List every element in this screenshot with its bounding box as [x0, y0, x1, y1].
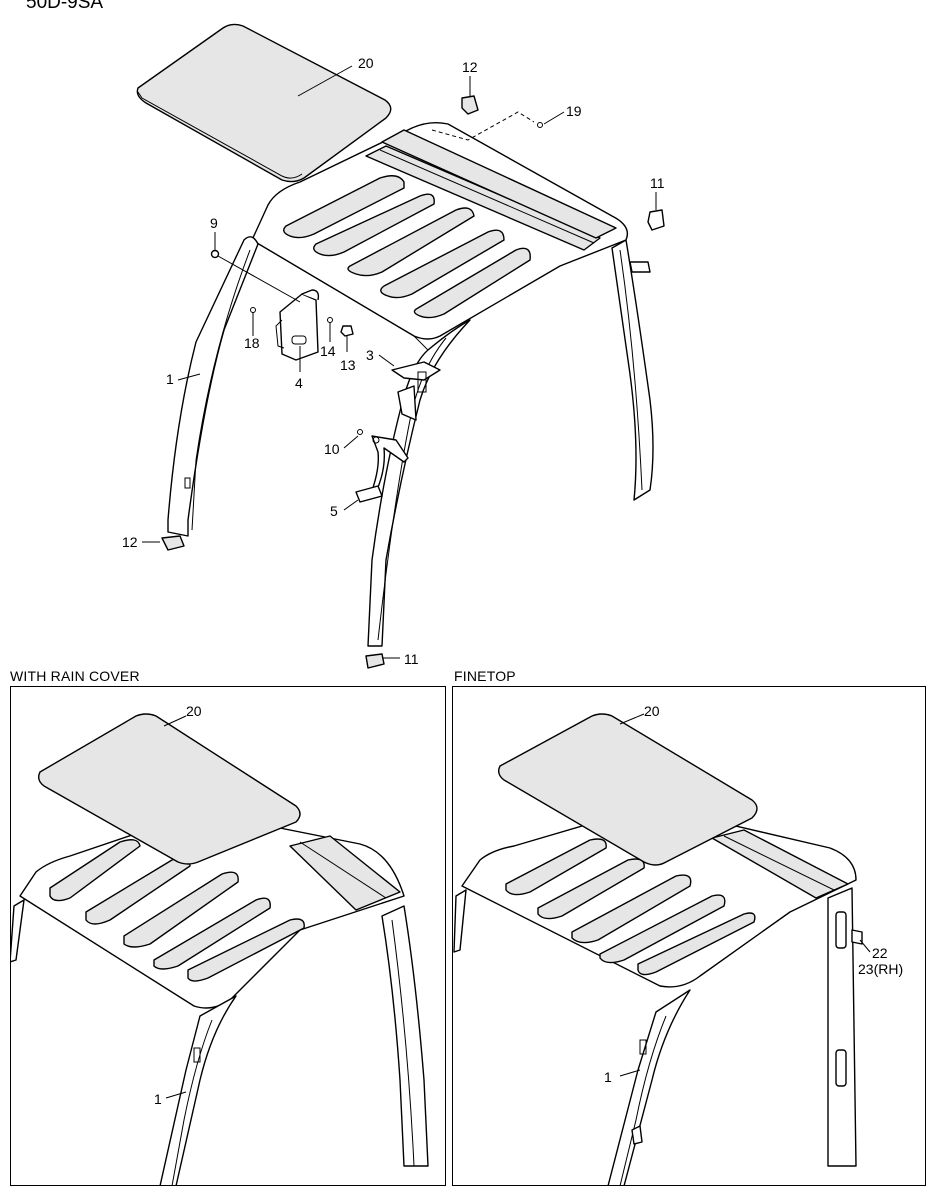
rain-cover-inset — [11, 713, 429, 1185]
callout-4: 4 — [295, 375, 303, 391]
callout-20: 20 — [358, 55, 374, 71]
callout-5: 5 — [330, 503, 338, 519]
bracket-4 — [275, 289, 320, 361]
model-code: 50D-9SA — [26, 0, 104, 13]
main-view: 20 12 19 11 9 18 14 13 4 3 1 10 5 12 11 — [122, 23, 665, 669]
callout-12: 12 — [462, 59, 478, 75]
front-left-pillar — [167, 236, 259, 537]
callout-14: 14 — [320, 343, 336, 359]
callout-12b: 12 — [122, 534, 138, 550]
callout-3: 3 — [366, 347, 374, 363]
finetop-frame — [452, 686, 926, 1186]
callout-9: 9 — [210, 215, 218, 231]
roof-slots — [283, 175, 531, 319]
finetop-callout-23-rh: 23(RH) — [858, 961, 903, 977]
bracket-3 — [391, 361, 441, 421]
leader-lines — [142, 65, 657, 659]
rain-cover-panel — [136, 23, 392, 183]
section-title-finetop: FINETOP — [454, 668, 516, 684]
finetop-callout-1: 1 — [604, 1069, 612, 1085]
rain-cover-callout-20: 20 — [186, 703, 202, 719]
finetop-callout-20: 20 — [644, 703, 660, 719]
grab-handle-5 — [355, 435, 409, 503]
roof-frame — [251, 121, 629, 359]
rain-cover-callout-1: 1 — [154, 1091, 162, 1107]
hardware — [161, 95, 665, 669]
callout-11b: 11 — [404, 651, 419, 667]
section-title-with-rain-cover: WITH RAIN COVER — [10, 668, 140, 684]
callout-1: 1 — [166, 371, 174, 387]
with-rain-cover-frame — [10, 686, 446, 1186]
callout-18: 18 — [244, 335, 260, 351]
callout-13: 13 — [340, 357, 356, 373]
callout-19: 19 — [566, 103, 582, 119]
finetop-callout-22: 22 — [872, 945, 888, 961]
callout-11: 11 — [650, 175, 665, 191]
finetop-inset — [453, 713, 863, 1185]
callout-10: 10 — [324, 441, 340, 457]
rear-right-pillar — [611, 239, 654, 501]
